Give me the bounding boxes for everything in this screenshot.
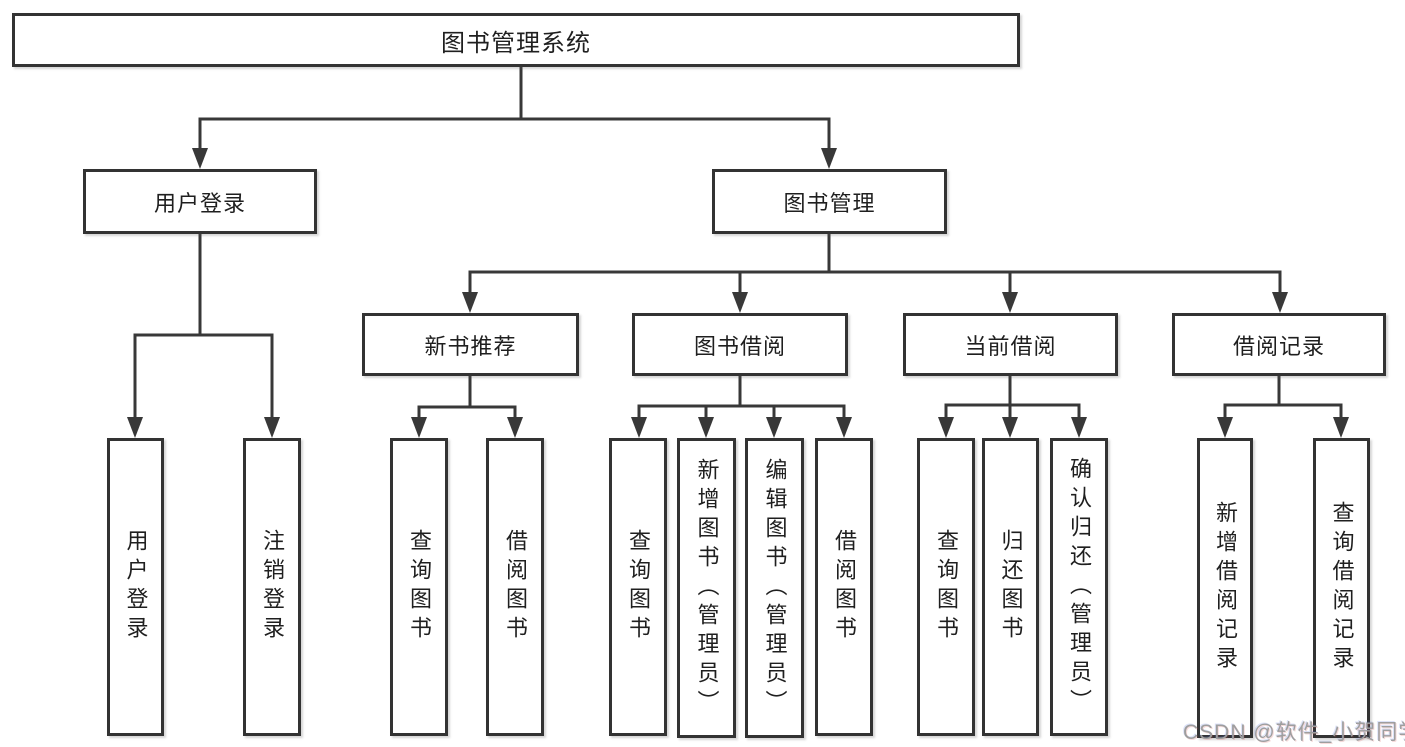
node-label: 当前借阅 xyxy=(964,333,1057,359)
node-current-borrowing: 当前借阅 xyxy=(903,313,1118,376)
leaf-search-books-borrowing: 查询图书 xyxy=(609,438,667,736)
leaf-label: 编辑图书（管理员） xyxy=(762,457,788,719)
node-library-system: 图书管理系统 xyxy=(12,13,1020,67)
leaf-confirm-return-admin: 确认归还（管理员） xyxy=(1050,438,1108,736)
leaf-edit-book-admin: 编辑图书（管理员） xyxy=(745,438,804,738)
leaf-borrow-books-recommend: 借阅图书 xyxy=(486,438,544,736)
leaf-search-borrow-record: 查询借阅记录 xyxy=(1313,438,1370,738)
node-label: 图书管理系统 xyxy=(441,29,591,57)
arrowheads xyxy=(127,148,1349,438)
node-label: 用户登录 xyxy=(153,190,246,216)
leaf-label: 查询借阅记录 xyxy=(1329,501,1355,675)
leaf-label: 新增借阅记录 xyxy=(1213,501,1238,675)
leaf-label: 借阅图书 xyxy=(503,529,528,645)
leaf-borrow-books-borrowing: 借阅图书 xyxy=(815,438,873,736)
leaf-search-books-recommend: 查询图书 xyxy=(390,438,448,736)
leaf-logout: 注销登录 xyxy=(243,438,301,736)
node-book-borrowing: 图书借阅 xyxy=(632,313,848,376)
leaf-label: 新增图书（管理员） xyxy=(694,457,720,719)
node-book-management: 图书管理 xyxy=(712,169,947,234)
leaf-label: 借阅图书 xyxy=(832,529,857,645)
node-new-book-recommendation: 新书推荐 xyxy=(362,313,579,376)
leaf-label: 查询图书 xyxy=(407,529,432,645)
leaf-add-book-admin: 新增图书（管理员） xyxy=(677,438,736,738)
leaf-label: 归还图书 xyxy=(998,529,1024,645)
leaf-search-books-current: 查询图书 xyxy=(917,438,975,736)
node-user-login: 用户登录 xyxy=(83,169,317,234)
leaf-label: 查询图书 xyxy=(626,529,651,645)
node-borrowing-records: 借阅记录 xyxy=(1172,313,1386,376)
node-label: 图书管理 xyxy=(783,190,876,216)
node-label: 新书推荐 xyxy=(424,333,517,359)
leaf-label: 确认归还（管理员） xyxy=(1067,456,1092,718)
leaf-label: 注销登录 xyxy=(260,529,285,645)
leaf-user-login: 用户登录 xyxy=(107,438,164,736)
csdn-watermark: CSDN @软件_小贺同学 xyxy=(1183,721,1405,744)
node-label: 借阅记录 xyxy=(1232,333,1325,359)
leaf-return-book: 归还图书 xyxy=(982,438,1039,736)
leaf-add-borrow-record: 新增借阅记录 xyxy=(1197,438,1253,738)
node-label: 图书借阅 xyxy=(693,333,786,359)
leaf-label: 查询图书 xyxy=(934,529,959,645)
leaf-label: 用户登录 xyxy=(123,529,149,645)
